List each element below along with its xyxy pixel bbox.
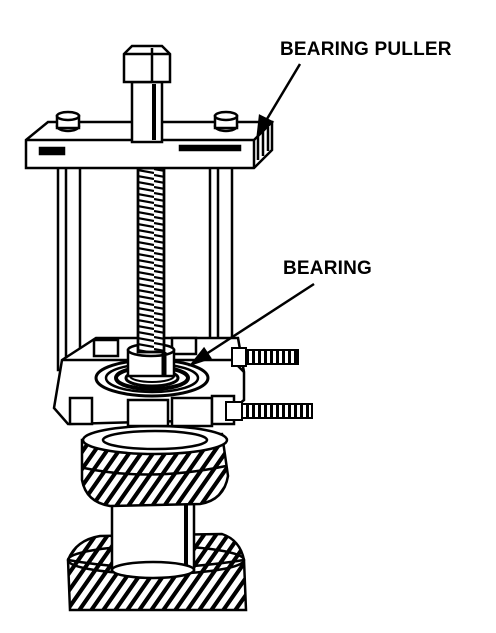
upper-rod-and-nut: [122, 44, 172, 144]
leader-lines: [188, 63, 315, 367]
side-bolts: [225, 347, 313, 421]
upper-gear: [80, 424, 230, 508]
legs: [56, 148, 234, 372]
threaded-rod: [136, 166, 166, 354]
bearing-puller-label: BEARING PULLER: [280, 39, 452, 60]
shaft: [110, 498, 196, 580]
crossbar: [24, 110, 274, 170]
bearing-label: BEARING: [283, 258, 373, 279]
